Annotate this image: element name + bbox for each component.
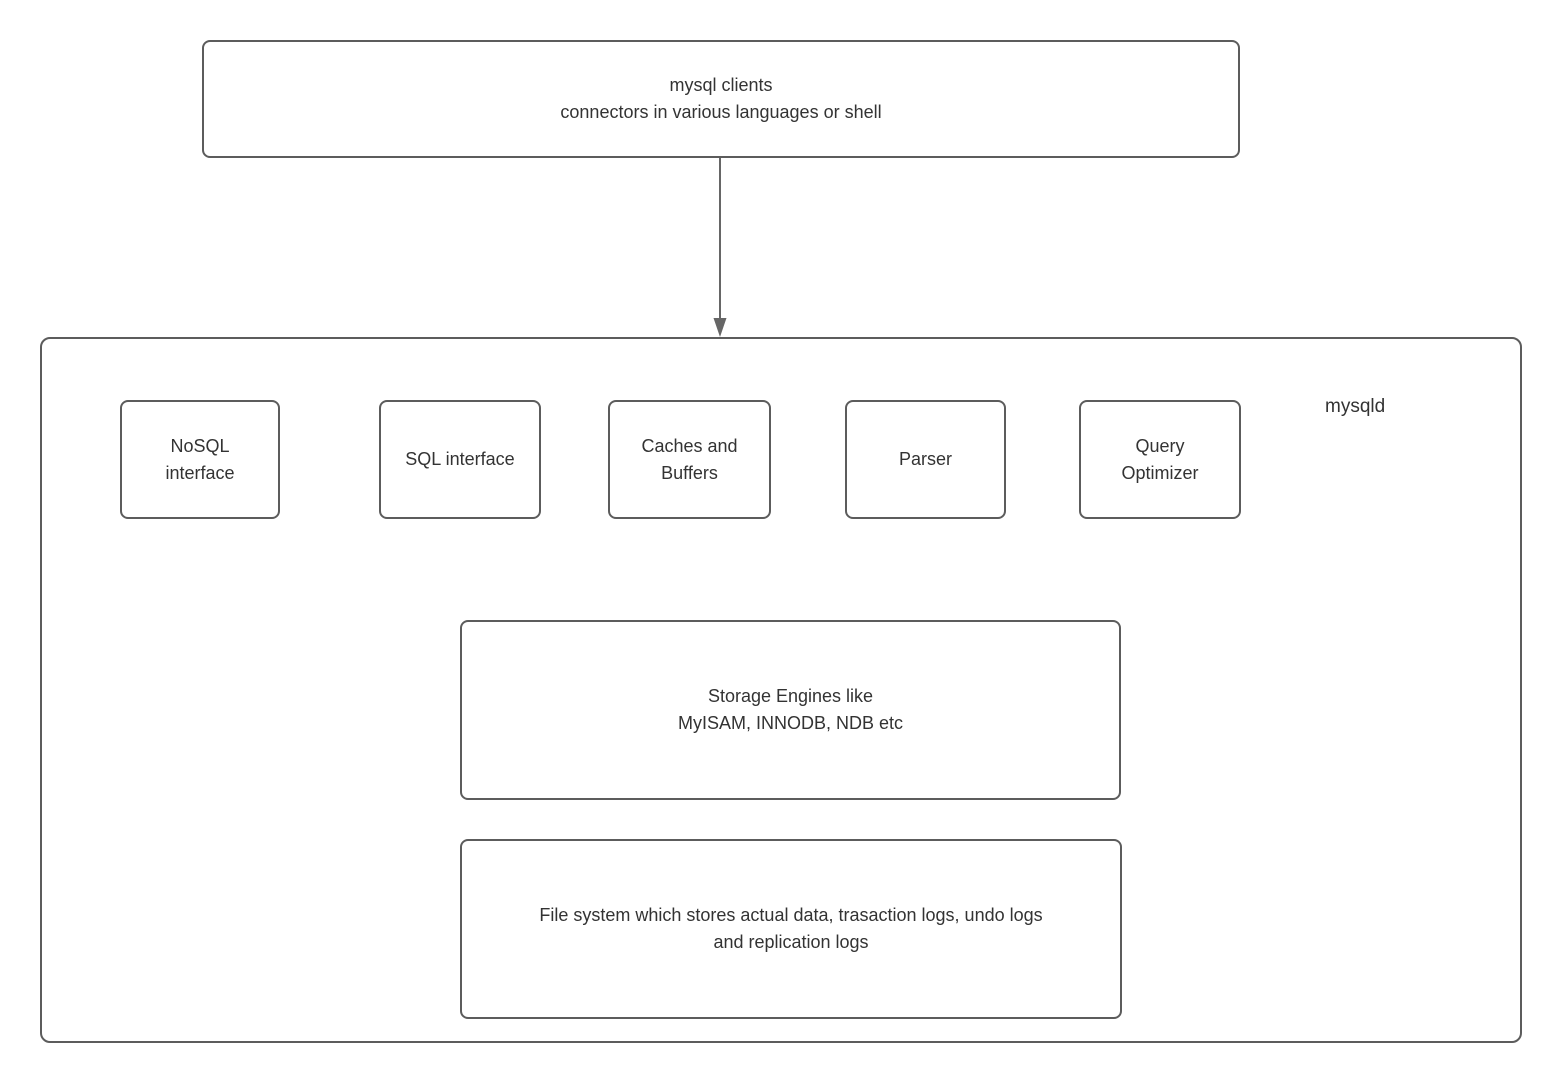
node-sql-interface: SQL interface (379, 400, 541, 519)
sql-interface-label: SQL interface (405, 449, 515, 469)
node-parser: Parser (845, 400, 1006, 519)
down-arrow-connector (713, 158, 727, 337)
caches-and-buffers-label: Caches and Buffers (641, 435, 738, 483)
mysqld-label: mysqld (1325, 396, 1386, 417)
node-mysql-clients: mysql clients connectors in various lang… (202, 40, 1240, 158)
file-system-label: File system which stores actual data, tr… (539, 905, 1043, 952)
node-caches-and-buffers: Caches and Buffers (608, 400, 771, 519)
node-nosql-interface: NoSQL interface (120, 400, 280, 519)
node-query-optimizer: Query Optimizer (1079, 400, 1241, 519)
storage-engines-label: Storage Engines like MyISAM, INNODB, NDB… (677, 686, 904, 733)
node-file-system: File system which stores actual data, tr… (460, 839, 1122, 1019)
node-storage-engines: Storage Engines like MyISAM, INNODB, NDB… (460, 620, 1121, 800)
mysql-clients-label: mysql clients connectors in various lang… (560, 75, 882, 122)
nosql-interface-label: NoSQL interface (165, 435, 235, 483)
parser-label: Parser (898, 449, 952, 469)
query-optimizer-label: Query Optimizer (1121, 435, 1199, 483)
